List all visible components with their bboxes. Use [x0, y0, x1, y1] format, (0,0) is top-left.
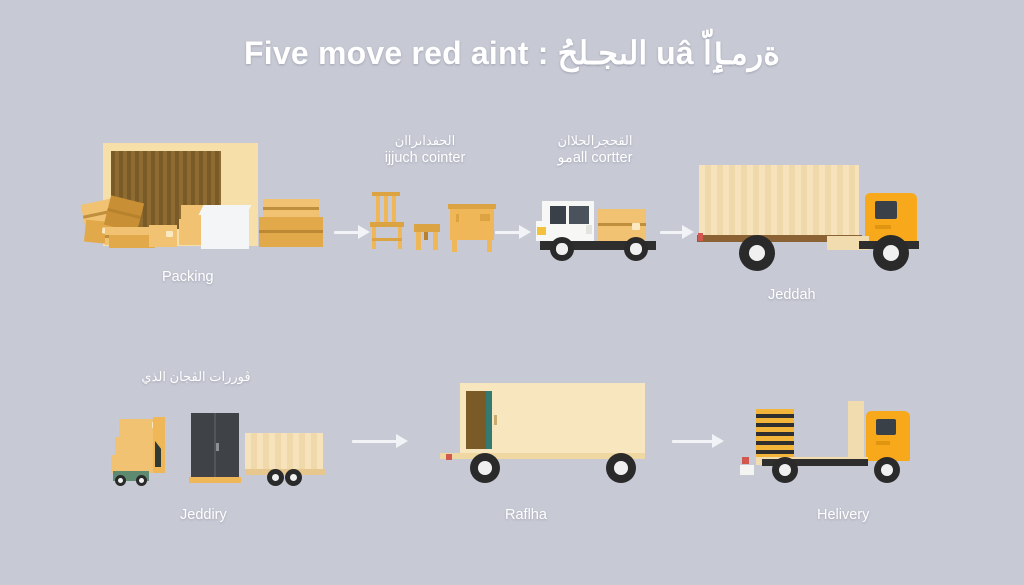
arrow-raflha-to-helivery [672, 434, 724, 448]
truck-wheel [550, 237, 574, 261]
trailer-bed [245, 469, 325, 475]
cabinet-top [448, 204, 496, 209]
arrow-jeddiry-to-raflha [352, 434, 408, 448]
truck-wheel [772, 457, 798, 483]
illustration-large-orange-box-truck [697, 163, 923, 281]
caption-packing: Packing [162, 269, 214, 285]
sublabel-jeddiry: ڤوررات الڤجان الذي [96, 368, 296, 385]
truck-window [875, 201, 897, 219]
trailer-wheel [285, 469, 302, 486]
truck-chassis [540, 241, 656, 250]
caption-helivery: Helivery [817, 507, 870, 523]
hand-truck-wheel [136, 475, 147, 486]
sublabel-loading: القحجرالحلاان موall cortter [525, 132, 665, 168]
truck-window [569, 206, 589, 224]
cabinet-body [450, 208, 494, 240]
chair-back-slat [384, 192, 388, 222]
sublabel-furniture: الحفداىراان ijjuch cointer [358, 132, 492, 168]
trailer-wheel [470, 453, 500, 483]
truck-bed-rail [697, 235, 862, 242]
trailer-wheel [606, 453, 636, 483]
white-appliance [201, 211, 249, 249]
sublabel-loading-english: موall cortter [557, 150, 633, 166]
chair-top-rail [372, 192, 400, 196]
truck-door-handle [586, 225, 592, 234]
white-appliance-top [198, 205, 252, 215]
illustration-handtruck-wardrobe-trailer [105, 413, 325, 486]
truck-wheel [739, 235, 775, 271]
illustration-orange-flatbed-truck [740, 395, 918, 483]
caption-jeddah: Jeddah [768, 287, 816, 303]
truck-window [550, 206, 566, 224]
trailer-wheel [267, 469, 284, 486]
hand-truck-base [113, 471, 149, 481]
page-title: Five move red aint : الىجـلحُ uâ ةرمٳاّ [244, 35, 780, 71]
truck-window [876, 419, 896, 435]
truck-step-board [827, 236, 869, 250]
cabinet-leg [487, 240, 492, 252]
truck-headboard [848, 401, 864, 459]
truck-wheel [874, 457, 900, 483]
truck-marker-light [742, 457, 749, 464]
chair-back-slat [392, 192, 396, 222]
trailer-bed [440, 453, 645, 459]
stool-leg [433, 232, 438, 250]
truck-door-handle [876, 441, 890, 445]
cardboard-box-stack [263, 199, 319, 219]
trailer-marker-light [446, 454, 452, 460]
sublabel-furniture-english: ijjuch cointer [384, 150, 466, 166]
illustration-white-pickup-truck [536, 193, 661, 261]
trailer-door-panel [466, 391, 488, 449]
chair-stretcher [372, 238, 402, 241]
sublabel-jeddiry-arabic: ڤوررات الڤجان الذي [141, 369, 251, 384]
truck-wheel [624, 237, 648, 261]
sublabel-furniture-arabic: الحفداىراان [394, 133, 456, 148]
stool-shadow [424, 232, 428, 240]
stool-leg [416, 232, 421, 250]
chair-seat [370, 222, 404, 227]
striped-pallet-load [756, 409, 794, 457]
wardrobe-handle [216, 443, 219, 451]
cardboard-box [111, 455, 153, 473]
cardboard-box [109, 235, 155, 248]
chair-back-slat [376, 192, 380, 222]
cardboard-box [115, 437, 153, 455]
truck-rear-bumper [740, 465, 754, 475]
sublabel-loading-arabic: القحجرالحلاان [557, 133, 633, 148]
truck-door-handle [875, 225, 891, 229]
arrow-packing-to-furniture [334, 225, 370, 239]
truck-chassis [762, 459, 868, 466]
cabinet-handle [456, 214, 459, 222]
truck-headlight [537, 227, 546, 235]
cardboard-box-stack [259, 217, 323, 247]
truck-tail-light [698, 233, 703, 241]
illustration-storage-room-with-boxes [80, 143, 333, 258]
hand-truck-blade [155, 441, 161, 467]
cabinet-leg [452, 240, 457, 252]
trailer-cargo [245, 433, 323, 471]
arrow-furniture-to-loading [495, 225, 531, 239]
caption-jeddiry: Jeddiry [180, 507, 227, 523]
trailer-door-handle [494, 415, 497, 425]
wardrobe-door-seam [214, 413, 216, 479]
truck-wheel [873, 235, 909, 271]
truck-cargo-box [699, 165, 859, 235]
wardrobe-pallet [189, 477, 241, 483]
trailer-door-edge [486, 391, 492, 449]
cardboard-box [119, 419, 159, 437]
caption-raflha: Raflha [505, 507, 547, 523]
cabinet-drawer [480, 214, 490, 221]
hand-truck-wheel [115, 475, 126, 486]
arrow-loading-to-jeddah [660, 225, 694, 239]
stool-seat [414, 224, 440, 232]
illustration-furniture [368, 192, 498, 254]
illustration-long-cream-trailer [430, 383, 645, 483]
cardboard-box [149, 225, 177, 247]
